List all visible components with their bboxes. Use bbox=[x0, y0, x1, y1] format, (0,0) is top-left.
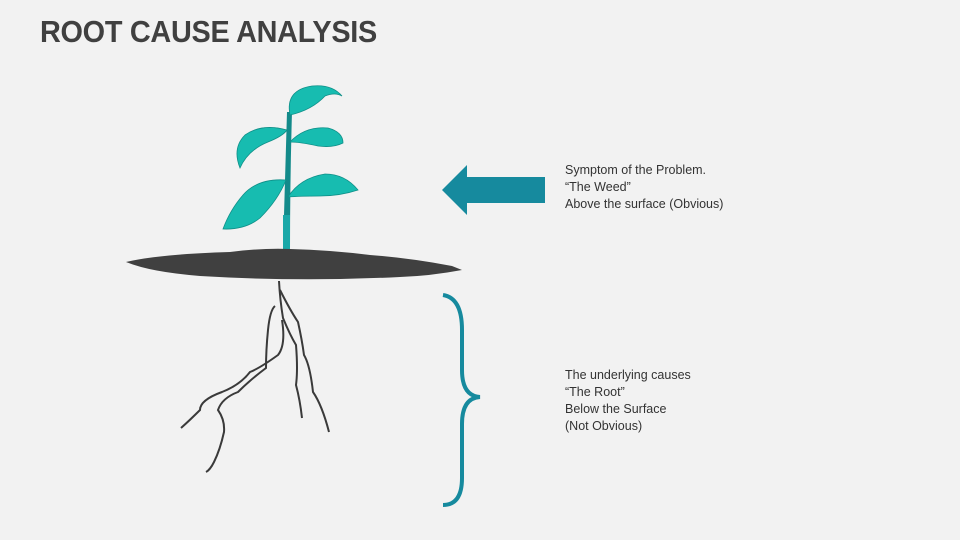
leaf-lower-left bbox=[222, 179, 287, 230]
symptom-line: Symptom of the Problem. bbox=[565, 163, 707, 177]
leaf-lower-right bbox=[287, 173, 359, 198]
symptom-text: Symptom of the Problem. “The Weed” Above… bbox=[565, 162, 723, 213]
symptom-line: “The Weed” bbox=[565, 180, 631, 194]
cause-line: “The Root” bbox=[565, 385, 625, 399]
cause-line: The underlying causes bbox=[565, 368, 691, 382]
curly-brace-icon bbox=[442, 293, 481, 507]
cause-text: The underlying causes “The Root” Below t… bbox=[565, 367, 691, 435]
slide-title: ROOT CAUSE ANALYSIS bbox=[40, 14, 377, 49]
cause-line: Below the Surface bbox=[565, 402, 667, 416]
roots bbox=[180, 280, 330, 473]
leaf-top bbox=[288, 85, 343, 116]
soil-surface bbox=[126, 248, 462, 280]
symptom-line: Above the surface (Obvious) bbox=[565, 197, 724, 211]
leaf-upper-left bbox=[236, 127, 288, 170]
cause-line: (Not Obvious) bbox=[565, 419, 643, 433]
leaf-mid-right bbox=[289, 127, 344, 147]
arrow-left-icon bbox=[442, 165, 545, 215]
